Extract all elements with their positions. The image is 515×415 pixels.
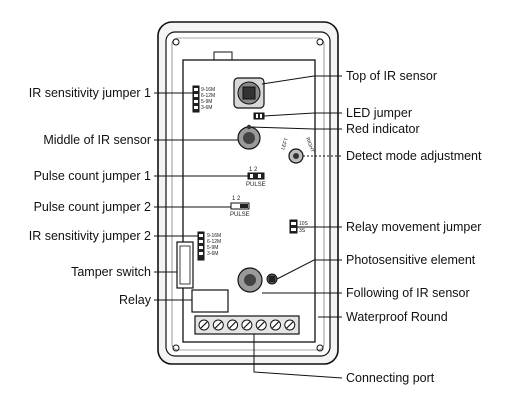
label-ir-sensitivity-jumper-2: IR sensitivity jumper 2 [29, 229, 151, 243]
label-detect-mode-adjustment: Detect mode adjustment [346, 149, 482, 163]
label-connecting-port: Connecting port [346, 371, 435, 385]
left-labels: IR sensitivity jumper 1 Middle of IR sen… [29, 86, 152, 307]
top-ir-sensor [233, 77, 265, 109]
right-labels: Top of IR sensor LED jumper Red indicato… [346, 69, 482, 385]
following-ir-sensor [237, 267, 263, 293]
pulse1-nums: 1 2 [249, 167, 258, 173]
tamper-switch [176, 241, 194, 289]
pulse1-word: PULSE [246, 182, 266, 188]
detect-right-text: RIGHT [304, 137, 315, 154]
middle-ir-sensor [237, 124, 261, 150]
label-tamper-switch: Tamper switch [71, 265, 151, 279]
label-ir-sensitivity-jumper-1: IR sensitivity jumper 1 [29, 86, 151, 100]
pulse2-word: PULSE [230, 212, 250, 218]
photosensitive-element [266, 273, 278, 285]
terminal-screw-slot [257, 321, 265, 329]
ir-sensitivity-jumper-2: 9-16M 6-12M 5-9M 3-6M [197, 231, 221, 261]
ir2-opt-4: 3-6M [207, 251, 218, 257]
ir1-opt-1: 9-16M [201, 87, 215, 93]
label-waterproof-round: Waterproof Round [346, 310, 448, 324]
label-red-indicator: Red indicator [346, 122, 420, 136]
label-relay: Relay [119, 293, 152, 307]
label-photosensitive-element: Photosensitive element [346, 253, 476, 267]
label-pulse-count-jumper-1: Pulse count jumper 1 [34, 169, 151, 183]
screw-hole-top-left [172, 38, 180, 46]
terminal-screw-slot [214, 321, 222, 329]
label-middle-ir-sensor: Middle of IR sensor [43, 133, 151, 147]
terminal-screw-slot [286, 321, 294, 329]
ir1-opt-2: 6-12M [201, 93, 215, 99]
label-pulse-count-jumper-2: Pulse count jumper 2 [34, 200, 151, 214]
label-led-jumper: LED jumper [346, 106, 412, 120]
detect-left-text: LEFT [280, 137, 290, 151]
terminal-screw-slot [229, 321, 237, 329]
ir1-opt-3: 5-9M [201, 99, 212, 105]
ir1-opt-4: 3-6M [201, 105, 212, 111]
relay-opt-2: 3S [299, 228, 306, 234]
terminal-screw-slot [243, 321, 251, 329]
label-top-ir-sensor: Top of IR sensor [346, 69, 437, 83]
label-relay-movement-jumper: Relay movement jumper [346, 220, 481, 234]
pulse2-nums: 1 2 [232, 196, 241, 202]
ir2-opt-2: 6-12M [207, 239, 221, 245]
ir-sensitivity-jumper-1: 9-16M 6-12M 5-9M 3-6M [192, 85, 215, 113]
terminal-screw-slot [272, 321, 279, 329]
relay-opt-1: 10S [299, 221, 309, 227]
relay [191, 289, 229, 313]
ir2-opt-1: 9-16M [207, 233, 221, 239]
screw-hole-top-right [316, 38, 324, 46]
terminal-screw-slot [200, 321, 208, 329]
connecting-port [194, 315, 300, 335]
screw-hole-bottom-right [316, 344, 324, 352]
pulse-count-jumper-2: 1 2 PULSE [230, 196, 250, 218]
screw-hole-bottom-left [172, 344, 180, 352]
label-following-ir-sensor: Following of IR sensor [346, 286, 470, 300]
ir2-opt-3: 5-9M [207, 245, 218, 251]
leader-lines [154, 75, 343, 379]
red-indicator [246, 124, 252, 130]
led-jumper [253, 112, 265, 120]
